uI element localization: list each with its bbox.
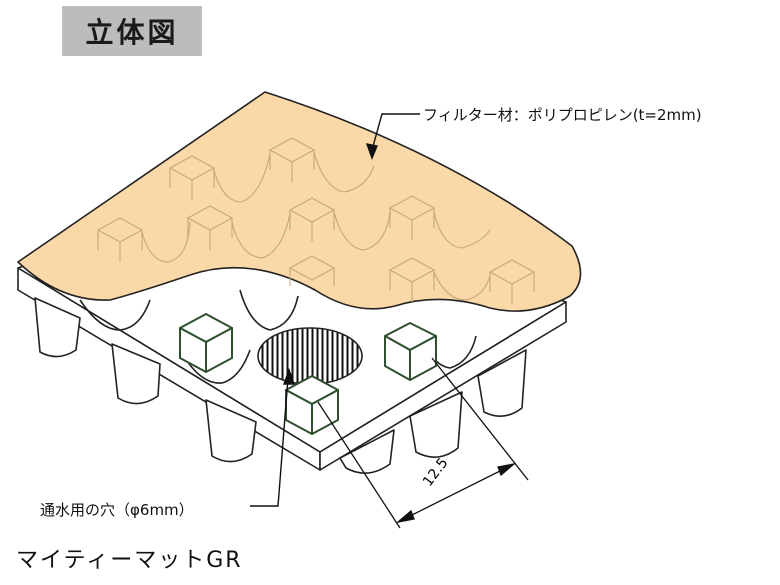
- mat-leg: [34, 297, 81, 358]
- dimension-line: [317, 357, 529, 529]
- mat-leg: [409, 391, 463, 458]
- mat-front-right-face: [319, 301, 567, 471]
- mat-cube: [384, 322, 437, 381]
- page-title: 立体図: [85, 16, 179, 49]
- filter-material-label: フィルター材：ポリプロピレン(t=2mm): [423, 106, 702, 124]
- mat-leg: [111, 343, 161, 405]
- hole-leader: [250, 367, 295, 507]
- mat-leg: [205, 399, 257, 463]
- mat-cube: [179, 313, 233, 373]
- water-hole-label: 通水用の穴（φ6mm）: [40, 501, 194, 519]
- mat-leg: [477, 349, 527, 417]
- filter-leader: [365, 113, 420, 160]
- filter-sheet: [17, 91, 582, 312]
- water-hole: [257, 327, 363, 385]
- filter-texture: [96, 137, 536, 304]
- product-name: マイティーマットGR: [16, 548, 243, 573]
- title-badge: 立体図: [62, 6, 202, 56]
- mat-leg: [339, 429, 395, 474]
